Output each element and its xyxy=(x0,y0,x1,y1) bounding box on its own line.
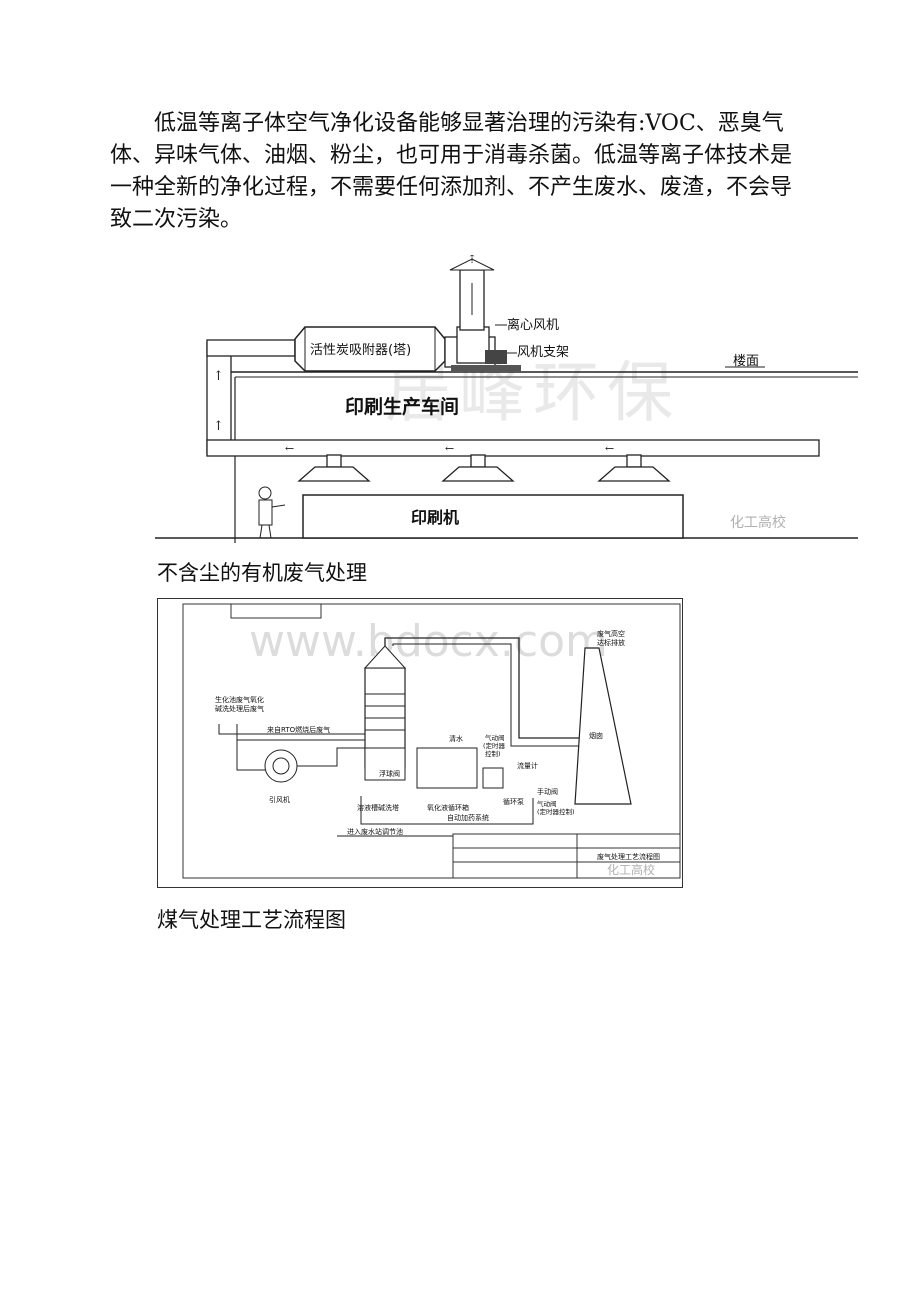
label-fan-support: 风机支架 xyxy=(517,345,569,360)
svg-text:↑: ↑ xyxy=(213,369,224,384)
figure2-diagram: www.bdocx.com 烟囱 废气高空达标排放 生化池废气氧化碱洗处理后废气… xyxy=(157,598,683,888)
svg-text:⇡: ⇡ xyxy=(467,255,477,266)
f2-clean-water: 清水 xyxy=(449,734,463,743)
svg-text:↑: ↑ xyxy=(213,419,224,434)
f2-chimney: 烟囱 xyxy=(589,731,603,740)
svg-text:气动阀(定时器控制): 气动阀(定时器控制) xyxy=(537,799,575,816)
f2-fan: 引风机 xyxy=(269,795,290,804)
svg-text:←: ← xyxy=(605,442,614,455)
f2-flowmeter: 流量计 xyxy=(517,761,538,770)
label-workshop: 印刷生产车间 xyxy=(345,395,459,418)
f2-tank2: 氧化液循环箱 xyxy=(427,803,469,812)
figure2-logo: 化工高校 xyxy=(607,862,655,877)
intro-paragraph: 低温等离子体空气净化设备能够显著治理的污染有:VOC、恶臭气体、异味气体、油烟、… xyxy=(110,111,793,232)
svg-text:气动阀(定时器控制): 气动阀(定时器控制) xyxy=(483,733,506,758)
figure2-watermark: www.bdocx.com xyxy=(249,616,608,667)
figure1-caption: 不含尘的有机废气处理 xyxy=(157,561,367,585)
f2-emission: 废气高空达标排放 xyxy=(597,629,625,647)
svg-text:←: ← xyxy=(285,442,294,455)
f2-manual-valve: 手动阀 xyxy=(537,787,558,796)
figure1-logo: 化工高校 xyxy=(730,514,786,531)
svg-text:←: ← xyxy=(445,442,454,455)
f2-rto: 来自RTO燃烧后废气 xyxy=(267,725,330,734)
f2-tank1: 溶液槽碱洗塔 xyxy=(357,803,399,812)
f2-pump: 循环泵 xyxy=(503,797,524,806)
figure2-caption: 煤气处理工艺流程图 xyxy=(157,908,346,932)
f2-float-valve: 浮球阀 xyxy=(379,769,400,778)
svg-text:生化池废气氧化碱洗处理后废气: 生化池废气氧化碱洗处理后废气 xyxy=(215,695,264,713)
label-adsorber: 活性炭吸附器(塔) xyxy=(310,343,411,358)
label-roof: 楼面 xyxy=(733,354,759,369)
f2-title-block: 废气处理工艺流程图 xyxy=(597,852,660,861)
label-fan: 离心风机 xyxy=(507,317,559,333)
figure1-diagram: 居峰环保 ↑ ↑ 活性炭吸附器(塔) ⇡ 离心风机 风机支架 楼面 印刷生产车间… xyxy=(155,255,858,543)
label-press: 印刷机 xyxy=(411,508,459,527)
f2-to-plant: 进入废水站调节池 xyxy=(347,827,403,836)
f2-auto-dosing: 自动加药系统 xyxy=(447,813,489,822)
